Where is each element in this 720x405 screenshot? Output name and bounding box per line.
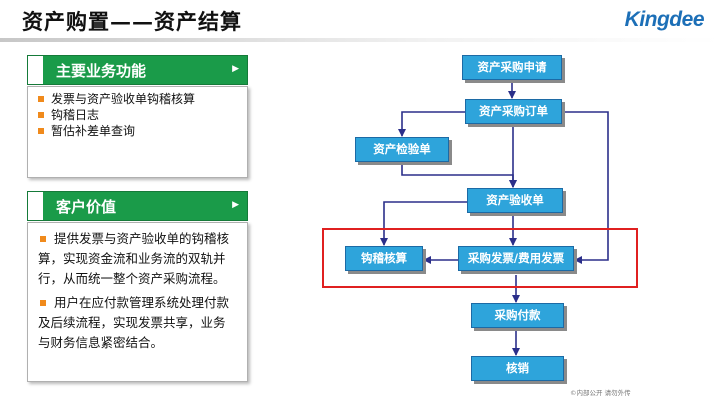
functions-panel-header: 主要业务功能 ▶: [27, 55, 248, 85]
highlight-frame: [322, 228, 638, 288]
bullet-icon: [40, 299, 46, 306]
value-panel-header: 客户价值 ▶: [27, 191, 248, 221]
function-item: 钩稽日志: [37, 107, 247, 123]
function-item: 发票与资产验收单钩稽核算: [37, 91, 247, 107]
kingdee-logo: Kingdee: [624, 8, 705, 31]
node-writeoff: 核销: [471, 356, 564, 381]
node-purchase-order: 资产采购订单: [465, 99, 562, 124]
arrow-order-to-invoice: [562, 111, 609, 264]
value-panel-title: 客户价值: [56, 198, 117, 216]
node-inspection: 资产检验单: [355, 137, 449, 162]
triangle-right-icon: ▶: [232, 200, 239, 210]
panel-header-strip: [28, 192, 43, 220]
bullet-icon: [40, 235, 46, 242]
header-bar: 资产购置——资产结算 Kingdee: [0, 0, 720, 44]
node-reconcile: 钩稽核算: [345, 246, 423, 271]
value-paragraph-2: 用户在应付款管理系统处理付款及后续流程，实现发票共享，业务与财务信息紧密结合。: [28, 289, 247, 353]
arrow-order-to-inspection: [398, 111, 465, 137]
triangle-right-icon: ▶: [232, 64, 239, 74]
panel-header-strip: [28, 56, 43, 84]
node-acceptance: 资产验收单: [467, 188, 563, 213]
value-text-2: 用户在应付款管理系统处理付款及后续流程，实现发票共享，业务与财务信息紧密结合。: [38, 295, 230, 350]
node-purchase-request: 资产采购申请: [462, 55, 562, 80]
header-divider: [0, 38, 720, 42]
footer-note: ©内部公开 请勿外传: [570, 389, 631, 397]
node-payment: 采购付款: [471, 303, 564, 328]
functions-list: 发票与资产验收单钩稽核算 钩稽日志 暂估补差单查询: [28, 87, 247, 139]
arrow-inspection-to-acceptance: [401, 161, 517, 188]
functions-panel-title: 主要业务功能: [56, 62, 147, 80]
value-paragraph-1: 提供发票与资产验收单的钩稽核算，实现资金流和业务流的双轨并行，从而统一整个资产采…: [28, 223, 247, 289]
page-title: 资产购置——资产结算: [22, 9, 242, 34]
arrow-acceptance-to-reconcile: [380, 201, 467, 246]
value-panel-body: 提供发票与资产验收单的钩稽核算，实现资金流和业务流的双轨并行，从而统一整个资产采…: [27, 222, 248, 382]
function-item: 暂估补差单查询: [37, 123, 247, 139]
node-invoice: 采购发票/费用发票: [458, 246, 574, 271]
functions-panel-body: 发票与资产验收单钩稽核算 钩稽日志 暂估补差单查询: [27, 86, 248, 178]
value-text-1: 提供发票与资产验收单的钩稽核算，实现资金流和业务流的双轨并行，从而统一整个资产采…: [38, 231, 230, 286]
